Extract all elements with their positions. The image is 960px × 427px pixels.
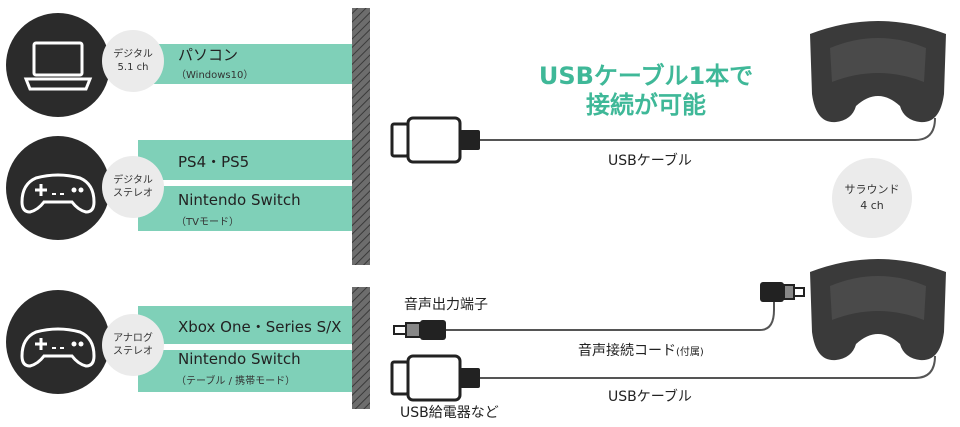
usb-cable-top-label: USBケーブル (608, 153, 692, 169)
badge-line: デジタル (113, 175, 153, 186)
band-switch-tv (138, 186, 352, 231)
headline: USBケーブル1本で 接続が可能 (516, 62, 776, 120)
game-device-circle (6, 136, 110, 240)
headline-line: USBケーブル1本で (538, 62, 754, 90)
usb-cable-top-line (480, 117, 936, 141)
device-switch-tv-name: Nintendo Switch (178, 191, 301, 209)
badge-line: ステレオ (113, 346, 153, 357)
band-pc (138, 44, 352, 84)
audio-cord-text: 音声接続コード (578, 343, 676, 359)
device-pc-name: パソコン (178, 46, 239, 64)
band-switch-table (138, 350, 352, 392)
usb-cable-bottom-line (480, 355, 936, 379)
audio-cord-note: (付属) (676, 347, 704, 358)
device-switch-table-name: Nintendo Switch (178, 350, 301, 368)
device-pc-note: （Windows10） (176, 70, 254, 81)
badge-analog-stereo: アナログ ステレオ (102, 314, 164, 376)
audio-jack-icon (760, 282, 805, 302)
badge-digital-5-1: デジタル 5.1 ch (102, 30, 164, 92)
audio-jack-icon (393, 320, 446, 340)
usb-plug-icon (390, 354, 480, 402)
badge-line: 5.1 ch (117, 62, 149, 73)
device-switch-tv-note: （TVモード） (176, 217, 239, 228)
gamepad-icon (20, 327, 96, 368)
audio-cord-line (446, 296, 775, 331)
gamepad-icon (20, 173, 96, 214)
badge-line: ステレオ (113, 188, 153, 199)
badge-surround: サラウンド 4 ch (832, 158, 912, 238)
badge-line: サラウンド (844, 183, 900, 196)
badge-line: アナログ (113, 333, 153, 344)
badge-line: デジタル (113, 49, 153, 60)
usb-charger-label: USB給電器など (400, 405, 499, 421)
badge-digital-stereo: デジタル ステレオ (102, 156, 164, 218)
game-device-circle-analog (6, 290, 110, 394)
usb-plug-icon (390, 116, 480, 164)
audio-port-label: 音声出力端子 (404, 297, 488, 313)
badge-line: 4 ch (860, 199, 884, 212)
neckband-speaker-icon (810, 259, 946, 361)
device-ps-name: PS4・PS5 (178, 153, 250, 171)
usb-cable-bottom-label: USBケーブル (608, 389, 692, 405)
wall-top (352, 8, 370, 265)
device-switch-table-note: （テーブル / 携帯モード） (176, 376, 296, 387)
wall-bottom (352, 287, 370, 409)
audio-cord-label: 音声接続コード(付属) (578, 340, 704, 360)
device-xbox-name: Xbox One・Series S/X (178, 318, 342, 336)
laptop-icon (23, 41, 93, 91)
headline-line: 接続が可能 (586, 91, 706, 119)
band-xbox (138, 306, 352, 344)
pc-device-circle (6, 13, 110, 117)
band-ps (138, 140, 352, 180)
neckband-speaker-icon (810, 21, 946, 123)
